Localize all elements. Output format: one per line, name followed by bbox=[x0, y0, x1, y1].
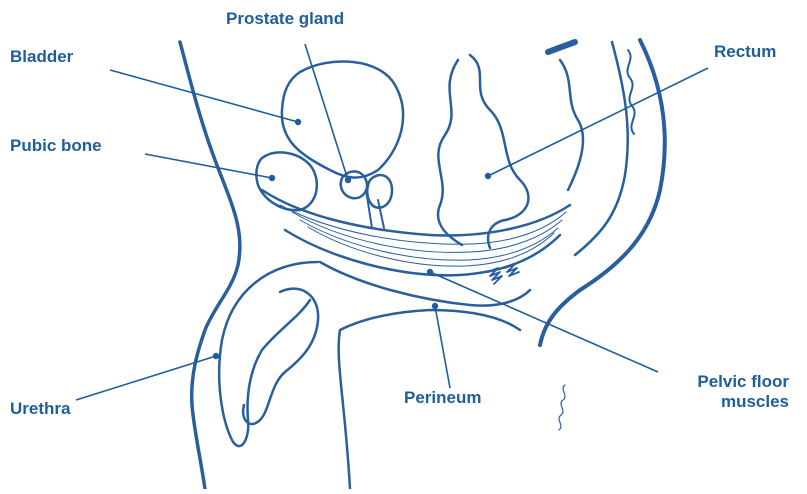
leader-bladder bbox=[110, 70, 301, 125]
label-bladder: Bladder bbox=[10, 47, 73, 67]
rectum-shape bbox=[438, 55, 528, 248]
leader-perineum bbox=[432, 303, 450, 388]
prostate-shape bbox=[341, 171, 367, 198]
label-urethra: Urethra bbox=[10, 399, 70, 419]
leader-pelvic-floor bbox=[427, 269, 658, 372]
rectum-upper bbox=[560, 60, 583, 190]
coccyx-tip bbox=[548, 42, 575, 52]
sacrum-coil bbox=[627, 50, 634, 134]
label-pelvic-floor-line2: muscles bbox=[697, 392, 789, 412]
label-pubic-bone: Pubic bone bbox=[10, 136, 102, 156]
leader-prostate bbox=[305, 44, 351, 183]
label-pelvic-floor-muscles: Pelvic floor muscles bbox=[697, 372, 789, 412]
pubic-bone-shape bbox=[256, 152, 316, 210]
pelvic-floor-sling-top bbox=[262, 190, 570, 235]
leader-rectum bbox=[485, 68, 708, 179]
label-prostate-gland: Prostate gland bbox=[226, 9, 344, 29]
signature-mark bbox=[559, 385, 565, 430]
front-body-outline bbox=[180, 42, 240, 489]
label-perineum: Perineum bbox=[404, 388, 481, 408]
label-pelvic-floor-line1: Pelvic floor bbox=[697, 372, 789, 392]
scrotum-outline bbox=[243, 289, 318, 424]
back-body-outline bbox=[540, 40, 665, 345]
label-rectum: Rectum bbox=[714, 42, 776, 62]
